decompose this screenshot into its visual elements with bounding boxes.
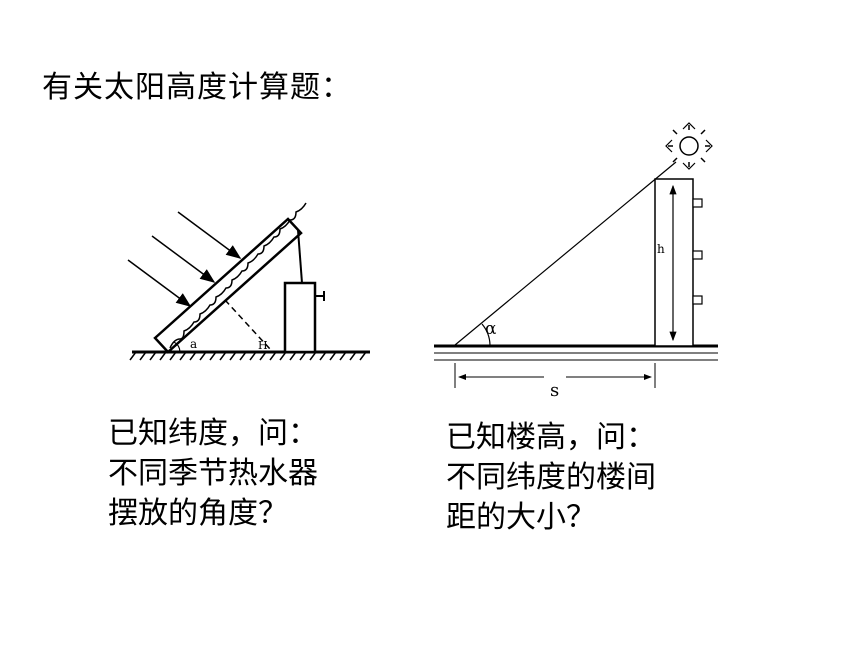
- balcony-3: [692, 295, 703, 305]
- sun-rays: [127, 211, 242, 307]
- sunlight-line: [454, 161, 677, 346]
- alpha-angle-arc: [481, 323, 491, 346]
- support-pole: [297, 229, 303, 284]
- building-spacing-diagram: h α s: [434, 122, 718, 401]
- collector-panel: [153, 202, 307, 354]
- s-label-bg: [544, 370, 566, 386]
- label-H: H: [258, 339, 268, 352]
- balcony-2: [692, 250, 703, 260]
- sun-icon: [665, 122, 713, 170]
- building: [654, 178, 703, 347]
- label-alpha: α: [485, 319, 497, 339]
- label-h: h: [657, 242, 665, 256]
- right-caption-line: 距的大小？: [446, 500, 596, 535]
- right-caption-line: 已知楼高，问：: [446, 420, 656, 455]
- angle-arc: [173, 341, 181, 353]
- dashed-normal-line: [224, 299, 271, 350]
- ground-hatched: [129, 350, 370, 361]
- right-caption: 已知楼高，问： 不同纬度的楼间 距的大小？: [446, 418, 656, 538]
- label-s: s: [550, 380, 559, 401]
- left-caption-line: 不同季节热水器: [108, 456, 318, 491]
- right-caption-line: 不同纬度的楼间: [446, 460, 656, 495]
- left-caption-line: 已知纬度，问：: [108, 416, 318, 451]
- water-tank: [283, 281, 325, 354]
- left-caption-line: 摆放的角度？: [108, 496, 288, 531]
- water-heater-diagram: a H: [127, 202, 370, 361]
- label-a: a: [190, 337, 197, 351]
- slide-title: 有关太阳高度计算题：: [42, 70, 352, 105]
- balcony-1: [692, 198, 703, 208]
- left-caption: 已知纬度，问： 不同季节热水器 摆放的角度？: [108, 414, 318, 534]
